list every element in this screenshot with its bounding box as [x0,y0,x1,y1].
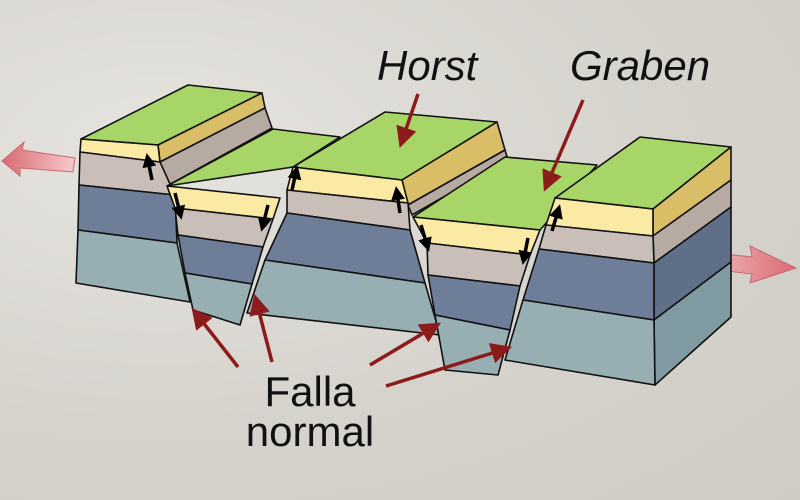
pointer-arrows [191,93,585,388]
horst-pointer [396,93,420,148]
graben-pointer [542,99,585,192]
fault-label-line1: Falla [264,368,356,415]
fault-label: Falla normal [230,368,390,455]
graben-left [166,128,341,326]
fault-label-line2: normal [245,408,375,455]
block-right [504,136,732,386]
graben-label: Graben [570,42,711,89]
tension-arrow-left [1,140,76,178]
horst-block [246,111,509,336]
fault-motion-arrows [142,153,563,265]
horst-label: Horst [377,42,478,89]
